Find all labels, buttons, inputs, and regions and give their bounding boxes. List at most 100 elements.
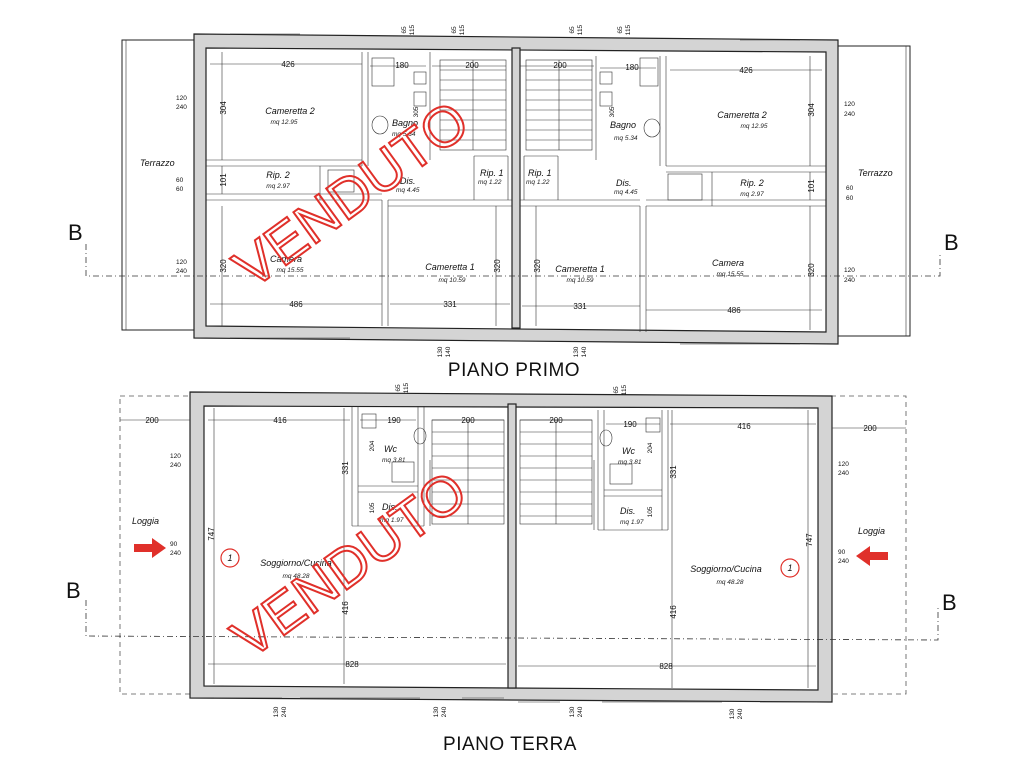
dimension-label: 240 <box>737 708 744 719</box>
room-area: mq 2.97 <box>740 191 764 198</box>
room-name: Soggiorno/Cucina <box>260 558 332 568</box>
dimension-label: 65 <box>395 384 402 392</box>
dimension-label: 130 <box>573 346 580 357</box>
room-name: Dis. <box>620 506 636 516</box>
dimension-label: 320 <box>219 259 228 273</box>
room-name: Rip. 1 <box>528 168 552 178</box>
dimension-label: 331 <box>443 300 457 309</box>
room-name: Bagno <box>610 120 636 130</box>
dimension-label: 305 <box>609 106 616 117</box>
dimension-label: 240 <box>838 558 849 565</box>
dimension-label: 120 <box>838 461 849 468</box>
dimension-label: 204 <box>369 440 376 451</box>
room-area: mq 5.34 <box>392 131 416 138</box>
ground-floor-title: PIANO TERRA <box>443 734 577 755</box>
dimension-label: 305 <box>413 106 420 117</box>
dimension-label: 115 <box>409 24 416 35</box>
dimension-label: 331 <box>573 302 587 311</box>
dimension-label: 828 <box>659 662 673 671</box>
dimension-label: 426 <box>281 60 295 69</box>
dimension-label: 120 <box>844 101 855 108</box>
dimension-label: 65 <box>401 26 408 34</box>
ground-floor-outer-walls <box>189 391 833 703</box>
section-line-b <box>85 244 941 277</box>
room-area: mq 12.95 <box>270 119 297 126</box>
room-area: mq 5.34 <box>614 135 638 142</box>
dimension-label: 115 <box>621 384 628 395</box>
dimension-label: 320 <box>807 263 816 277</box>
entrance-arrow-icon <box>856 546 888 566</box>
room-name: Soggiorno/Cucina <box>690 564 762 574</box>
dimension-label: 204 <box>647 442 654 453</box>
unit-number-circle <box>220 548 240 568</box>
dimension-label: 416 <box>273 416 287 425</box>
dimension-label: 115 <box>459 24 466 35</box>
dimension-label: 240 <box>838 470 849 477</box>
dimension-label: 65 <box>617 26 624 34</box>
room-area: mq 3.81 <box>382 457 406 464</box>
entrance-arrow-icon <box>134 538 166 558</box>
dimension-label: 140 <box>581 346 588 357</box>
dimension-label: 90 <box>838 549 846 556</box>
dimension-label: 240 <box>441 706 448 717</box>
dimension-label: 240 <box>577 706 584 717</box>
dimension-label: 120 <box>176 95 187 102</box>
unit-number: 1 <box>227 553 232 563</box>
dimension-label: 331 <box>669 465 678 479</box>
dimension-label: 130 <box>569 706 576 717</box>
dimension-label: 486 <box>727 306 741 315</box>
dimension-label: 200 <box>863 424 877 433</box>
section-mark: B <box>68 220 83 245</box>
dimension-label: 115 <box>403 382 410 393</box>
dimension-label: 416 <box>737 422 751 431</box>
dimension-label: 200 <box>549 416 563 425</box>
room-name: Wc <box>384 444 397 454</box>
dimension-label: 200 <box>461 416 475 425</box>
room-name: Camera <box>270 254 302 264</box>
dimension-label: 120 <box>176 259 187 266</box>
dimension-label: 60 <box>176 177 184 184</box>
dimension-label: 747 <box>805 533 814 547</box>
room-area: mq 1.22 <box>478 179 502 186</box>
dimension-label: 240 <box>176 104 187 111</box>
room-name: Loggia <box>858 526 885 536</box>
room-area: mq 48.28 <box>282 573 309 580</box>
dimension-label: 65 <box>613 386 620 394</box>
room-area: mq 10.59 <box>438 277 465 284</box>
room-name: Cameretta 2 <box>265 106 315 116</box>
dimension-label: 130 <box>437 346 444 357</box>
room-name: Wc <box>622 446 635 456</box>
dimension-label: 416 <box>669 605 678 619</box>
room-name: Cameretta 1 <box>555 264 605 274</box>
room-area: mq 1.97 <box>380 517 404 524</box>
dimension-label: 426 <box>739 66 753 75</box>
dimension-label: 240 <box>176 268 187 275</box>
dimension-label: 200 <box>465 61 479 70</box>
stairs-ground-floor <box>431 419 593 525</box>
room-name: Terrazzo <box>858 168 893 178</box>
room-area: mq 12.95 <box>740 123 767 130</box>
dimension-label: 130 <box>433 706 440 717</box>
room-name: Camera <box>712 258 744 268</box>
dimension-label: 320 <box>493 259 502 273</box>
section-mark: B <box>66 578 81 603</box>
room-area: mq 1.22 <box>526 179 550 186</box>
dimension-label: 240 <box>281 706 288 717</box>
dimension-label: 60 <box>846 195 854 202</box>
unit-number-circle <box>780 558 800 578</box>
dimension-label: 130 <box>729 708 736 719</box>
dimension-label: 105 <box>647 506 654 517</box>
dimension-label: 105 <box>369 502 376 513</box>
room-name: Rip. 1 <box>480 168 504 178</box>
dimension-label: 65 <box>569 26 576 34</box>
dimension-label: 828 <box>345 660 359 669</box>
dimension-label: 60 <box>846 185 854 192</box>
room-area: mq 4.45 <box>396 187 420 194</box>
dimension-label: 320 <box>533 259 542 273</box>
first-floor-outer-walls <box>193 33 839 345</box>
bathroom-fixtures-first <box>327 57 703 201</box>
section-line-b <box>85 600 939 641</box>
first-floor-plan: Cameretta 2 mq 12.95 Cameretta 2 mq 12.9… <box>68 24 959 381</box>
room-name: Terrazzo <box>140 158 175 168</box>
ground-floor-plan: Wc mq 3.81 Wc mq 3.81 Dis. mq 1.97 Dis. … <box>66 382 957 755</box>
